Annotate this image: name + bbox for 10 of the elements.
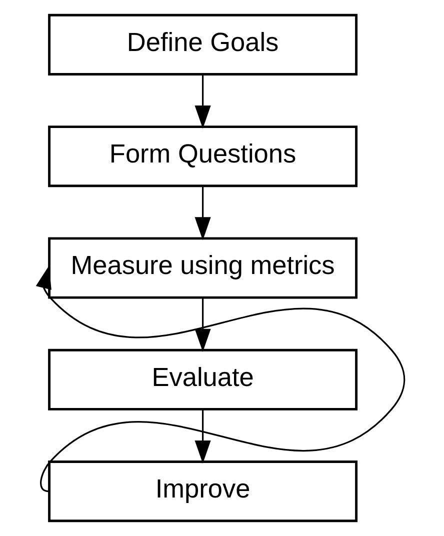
node-box: Form Questions	[48, 126, 358, 188]
arrow	[194, 410, 210, 464]
node-box: Define Goals	[48, 14, 358, 76]
node-box: Evaluate	[48, 348, 358, 410]
arrow	[194, 186, 210, 240]
arrow	[35, 266, 405, 492]
node-box: Measure using metrics	[48, 237, 358, 299]
arrow	[194, 74, 210, 129]
node-box: Improve	[48, 460, 358, 522]
arrow	[194, 298, 210, 352]
